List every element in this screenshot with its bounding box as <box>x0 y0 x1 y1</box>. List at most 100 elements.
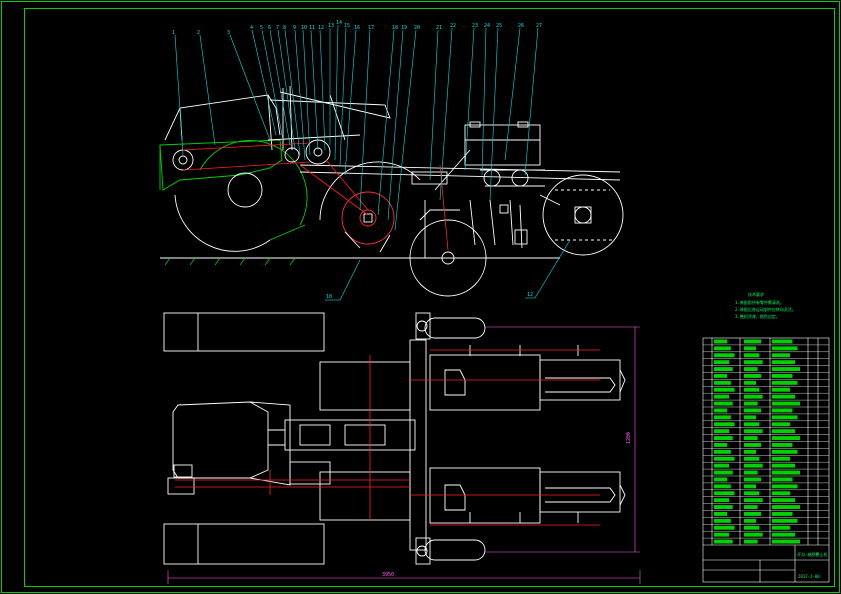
parts-entry-mark <box>714 449 731 454</box>
parts-entry-mark <box>772 415 798 420</box>
svg-text:7: 7 <box>276 25 279 31</box>
covering-roller <box>542 174 624 256</box>
parts-entry-mark <box>772 346 798 351</box>
svg-text:15: 15 <box>344 23 350 29</box>
parts-entry-mark <box>772 505 800 509</box>
plan-red-lines <box>175 349 600 526</box>
drawing-number: 2017-J-00 <box>798 574 820 579</box>
parts-entry-mark <box>772 436 800 440</box>
fertilizer-hopper <box>464 124 541 166</box>
parts-entry-mark <box>744 484 756 489</box>
svg-text:21: 21 <box>436 25 442 31</box>
lower-hopper <box>319 471 411 521</box>
parts-entry-mark <box>772 498 795 503</box>
dimension-lines <box>167 326 641 584</box>
parts-entry-mark <box>714 532 730 537</box>
svg-text:14: 14 <box>336 20 342 26</box>
parts-entry-mark <box>744 498 763 503</box>
parts-entry-mark <box>744 429 763 434</box>
svg-text:16: 16 <box>354 25 360 31</box>
parts-entry-mark <box>714 346 731 351</box>
svg-text:4: 4 <box>250 25 253 31</box>
parts-entry-mark <box>744 408 761 413</box>
parts-entry-mark <box>744 491 760 496</box>
tractor-rear-wheel <box>174 194 271 252</box>
svg-text:6: 6 <box>268 25 271 31</box>
parts-entry-mark <box>744 470 758 475</box>
parts-entry-mark <box>714 367 733 371</box>
svg-text:27: 27 <box>536 23 542 29</box>
parts-entry-mark <box>772 339 793 344</box>
parts-entry-mark <box>714 491 735 496</box>
parts-entry-mark <box>772 512 793 516</box>
parts-entry-mark <box>714 512 728 516</box>
tractor-body <box>159 139 283 191</box>
parts-entry-mark <box>714 380 731 385</box>
side-view-red-lines <box>182 142 449 251</box>
svg-text:5: 5 <box>260 25 263 31</box>
parts-list-entries <box>714 339 800 544</box>
parts-entry-mark <box>772 456 790 461</box>
parts-entry-mark <box>772 429 795 434</box>
parts-entry-mark <box>714 518 731 523</box>
parts-entry-mark <box>714 505 733 509</box>
parts-entry-mark <box>714 539 733 544</box>
parts-entry-mark <box>772 491 790 496</box>
upper-gauge-wheel <box>424 317 486 339</box>
plan-view <box>163 312 626 565</box>
svg-text:12: 12 <box>318 25 324 31</box>
tech-req-line-3: 3.整机涂漆，颜色自定。 <box>735 313 780 319</box>
parts-entry-mark <box>714 525 735 530</box>
parts-entry-mark <box>714 422 735 427</box>
parts-entry-mark <box>744 415 756 420</box>
parts-entry-mark <box>714 401 733 406</box>
parts-entry-mark <box>772 422 790 427</box>
ground-hatch <box>164 257 296 266</box>
parts-entry-mark <box>772 360 795 365</box>
svg-text:20: 20 <box>414 25 420 31</box>
side-view <box>159 85 624 297</box>
parts-entry-mark <box>714 484 731 489</box>
parts-entry-mark <box>744 449 756 454</box>
svg-text:13: 13 <box>328 23 334 29</box>
parts-entry-mark <box>744 525 760 530</box>
parts-entry-mark <box>744 422 760 427</box>
tractor-wheel-top-left <box>163 312 325 352</box>
gearbox <box>284 419 416 451</box>
tech-req-title: 技术要求 <box>748 291 764 297</box>
svg-text:22: 22 <box>450 23 456 29</box>
parts-entry-mark <box>714 387 735 392</box>
parts-entry-mark <box>714 443 728 447</box>
parts-entry-mark <box>772 463 795 468</box>
parts-entry-mark <box>772 477 793 482</box>
parts-entry-mark <box>772 367 800 371</box>
parts-entry-mark <box>744 539 758 544</box>
parts-entry-mark <box>772 484 798 489</box>
row-spacing-dimension: 1200 <box>626 432 632 444</box>
parts-entry-mark <box>744 463 763 468</box>
parts-entry-mark <box>772 532 795 537</box>
parts-entry-mark <box>714 353 735 358</box>
parts-entry-mark <box>744 394 763 399</box>
svg-text:26: 26 <box>518 23 524 29</box>
parts-entry-mark <box>744 387 760 392</box>
svg-text:24: 24 <box>484 23 490 29</box>
parts-entry-mark <box>772 470 800 475</box>
tech-req-line-1: 1.装配前所有零件需清洗。 <box>735 299 784 305</box>
tractor-plan-body <box>172 401 269 479</box>
parts-entry-mark <box>772 443 793 447</box>
parts-entry-mark <box>714 339 728 344</box>
parts-entry-mark <box>714 477 728 482</box>
parts-entry-mark <box>772 539 800 544</box>
parts-entry-mark <box>714 394 730 399</box>
lower-gauge-wheel <box>424 539 486 561</box>
parts-entry-mark <box>744 380 756 385</box>
svg-text:1: 1 <box>172 30 175 36</box>
parts-entry-mark <box>744 339 761 344</box>
inner-frame <box>24 8 835 587</box>
opener-disc <box>341 191 395 245</box>
callout-bottom-left: 10 <box>326 294 332 300</box>
